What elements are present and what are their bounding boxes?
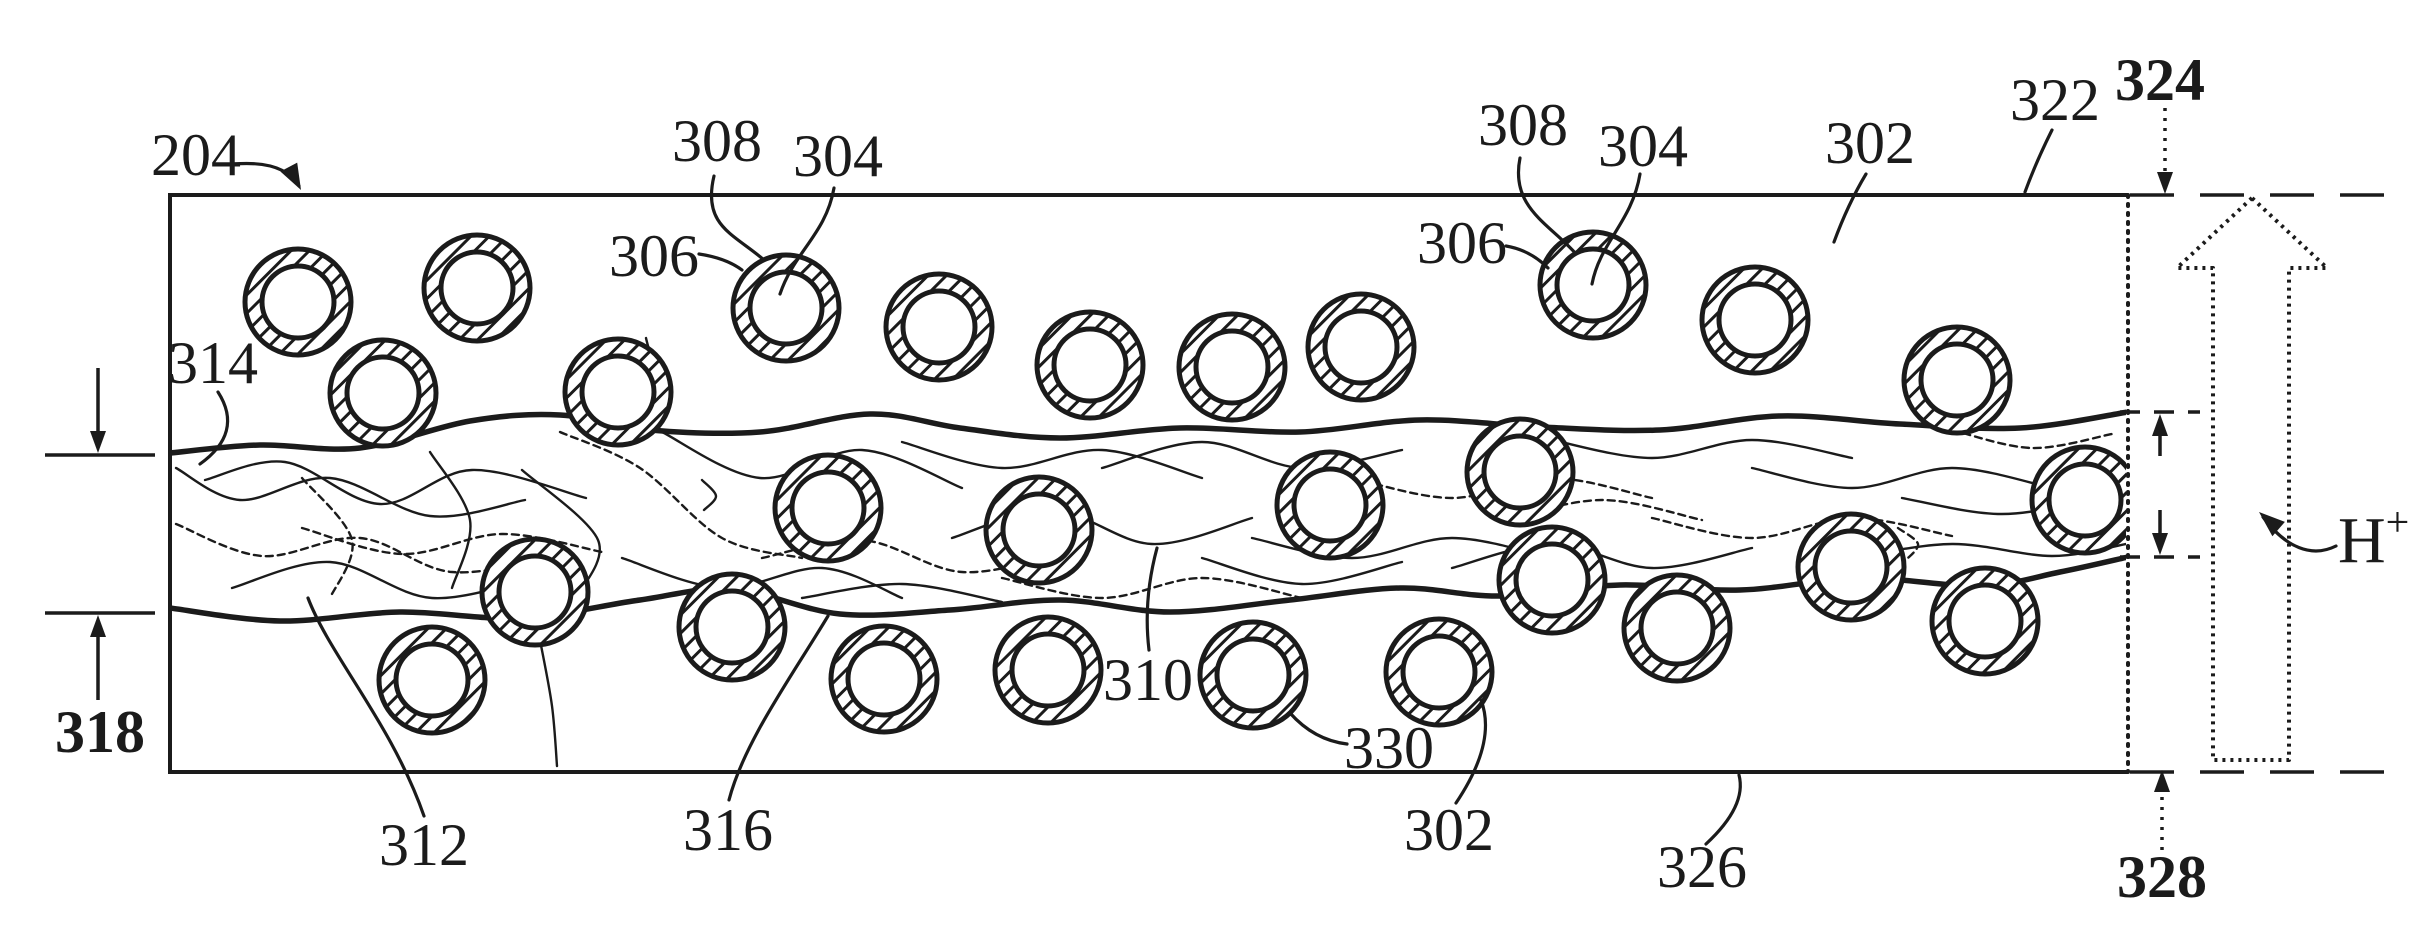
catalyst-ring-particle	[1383, 616, 1495, 728]
fiber-strand	[800, 582, 1004, 604]
catalyst-ring-particle	[1901, 324, 2013, 436]
ref-label-328: 328	[2117, 844, 2207, 910]
catalyst-ring-particle	[1929, 565, 2041, 677]
ref-label-308b: 308	[1478, 92, 1568, 158]
catalyst-ring-particle	[772, 452, 884, 564]
fiber-mat-top-boundary	[172, 409, 2126, 456]
leader-hplus-head	[2259, 512, 2285, 537]
catalyst-ring-particle	[676, 571, 788, 683]
catalyst-ring-particle	[1197, 619, 1309, 731]
ref-label-308a: 308	[672, 108, 762, 174]
ref-label-314: 314	[168, 330, 258, 396]
dim-328-arrow-head	[2154, 770, 2170, 792]
leader-302-top	[1832, 172, 1868, 244]
leader-302-bottom	[1454, 698, 1488, 805]
catalyst-ring-particle	[1699, 264, 1811, 376]
leader-304-left	[778, 186, 836, 296]
leader-306-right	[1504, 244, 1550, 270]
fiber-strand	[1950, 428, 2114, 450]
catalyst-ring-particle	[992, 614, 1104, 726]
dim-right-up-arrow-head	[2152, 414, 2168, 436]
dim-324-arrow-head	[2157, 172, 2173, 194]
fiber-strand	[174, 466, 527, 518]
membrane-border	[168, 193, 2128, 774]
catalyst-ring-particle	[1305, 291, 1417, 403]
ref-label-324: 324	[2115, 47, 2205, 113]
dim-right-down-arrow-head	[2152, 533, 2168, 555]
fiber-strand	[428, 450, 472, 590]
fiber-strand	[700, 478, 718, 512]
leader-lines	[198, 128, 2338, 846]
ref-label-302a: 302	[1825, 110, 1915, 176]
ref-label-330: 330	[1344, 715, 1434, 781]
leader-326	[1704, 773, 1742, 846]
ref-label-306b: 306	[1417, 210, 1507, 276]
catalyst-ring-particle	[1176, 311, 1288, 423]
hplus-label: H+	[2338, 500, 2409, 577]
leader-306-left	[697, 252, 744, 272]
leader-308-right	[1516, 156, 1578, 256]
fiber-strand	[900, 440, 1204, 480]
fiber-strand	[538, 638, 559, 768]
ref-label-204: 204	[151, 122, 241, 188]
leader-204-head	[280, 162, 301, 190]
ref-label-312: 312	[379, 812, 469, 878]
catalyst-ring-particle	[1274, 449, 1386, 561]
ref-label-306a: 306	[609, 223, 699, 289]
ref-label-318: 318	[55, 699, 145, 765]
catalyst-ring-particle	[1496, 524, 1608, 636]
catalyst-ring-particle	[2029, 444, 2126, 556]
ref-label-326: 326	[1657, 834, 1747, 900]
membrane-interior	[172, 229, 2126, 768]
catalyst-ring-particle	[421, 232, 533, 344]
fiber-strand	[1200, 556, 1404, 586]
catalyst-ring-particle	[730, 252, 842, 364]
dimension-annotations	[45, 108, 2408, 850]
leader-304-right	[1590, 172, 1642, 286]
fiber-strand	[620, 556, 904, 600]
leader-322	[2023, 128, 2054, 194]
catalyst-ring-particle	[1795, 511, 1907, 623]
fiber-strand	[1896, 526, 1920, 562]
catalyst-ring-particle	[983, 474, 1095, 586]
fiber-strand	[203, 460, 588, 506]
leader-310	[1145, 546, 1159, 652]
catalyst-ring-particle	[1464, 416, 1576, 528]
catalyst-ring-particle	[1621, 572, 1733, 684]
catalyst-ring-particle	[1034, 309, 1146, 421]
ref-label-304a: 304	[793, 123, 883, 189]
catalyst-ring-particle	[883, 271, 995, 383]
leader-312	[306, 596, 426, 818]
leader-308-left	[709, 174, 766, 262]
ref-label-316: 316	[683, 797, 773, 863]
dim-318-down-arrow-head	[90, 431, 106, 453]
catalyst-ring-particle	[562, 336, 674, 448]
catalyst-ring-particle	[327, 337, 439, 449]
fiber-strand	[558, 430, 804, 560]
leader-314	[198, 390, 230, 466]
catalyst-ring-particle	[242, 246, 354, 358]
dim-318-up-arrow-head	[90, 615, 106, 637]
ref-label-304b: 304	[1598, 113, 1688, 179]
fiber-strand	[1750, 466, 2054, 490]
fiber-strand	[300, 476, 354, 600]
proton-flow-block-arrow	[2175, 196, 2329, 762]
catalyst-ring-particle	[376, 624, 488, 736]
leader-330	[1288, 711, 1349, 746]
ref-label-310: 310	[1103, 647, 1193, 713]
catalyst-ring-particle	[479, 536, 591, 648]
ref-label-302b: 302	[1404, 797, 1494, 863]
catalyst-ring-particle	[828, 623, 940, 735]
leader-316	[727, 614, 830, 802]
fiber-strand	[1550, 438, 1854, 460]
ref-label-322: 322	[2010, 67, 2100, 133]
fiber-strand	[1450, 542, 1754, 570]
